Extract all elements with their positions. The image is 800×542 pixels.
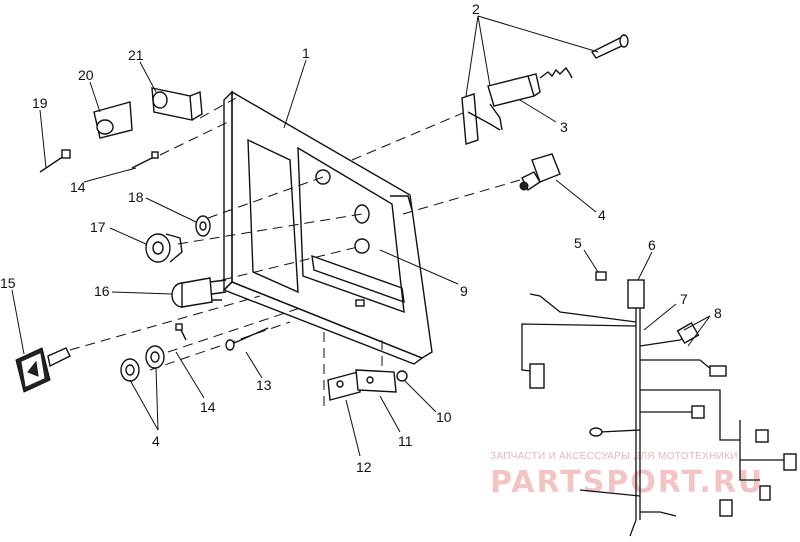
- callout-15: 15: [0, 275, 16, 291]
- hinge-pin-assembly: [461, 34, 629, 145]
- watermark-tagline: ЗАПЧАСТИ И АКСЕССУАРЫ ДЛЯ МОТОТЕХНИКИ: [490, 451, 738, 462]
- callout-20: 20: [78, 67, 94, 83]
- callout-21: 21: [128, 47, 144, 63]
- callout-13: 13: [256, 377, 272, 393]
- callouts: 1 2 3 4 4 5 6 7 8 9 10 11 12 13 14 14 15…: [0, 1, 722, 475]
- callout-9: 9: [460, 283, 468, 299]
- plunger-switch: [487, 66, 573, 131]
- alignment-lines: [69, 97, 521, 410]
- screw-13: [225, 327, 269, 351]
- mounting-panel: [222, 90, 433, 365]
- callout-19: 19: [32, 95, 48, 111]
- callout-12: 12: [356, 459, 372, 475]
- ignition-nut: [145, 233, 183, 263]
- callout-17: 17: [90, 219, 106, 235]
- watermark: ЗАПЧАСТИ И АКСЕССУАРЫ ДЛЯ МОТОТЕХНИКИ PA…: [490, 451, 762, 500]
- light-mount: [93, 101, 133, 139]
- washer: [195, 215, 211, 237]
- screws-14: [131, 151, 187, 341]
- callout-5: 5: [574, 235, 582, 251]
- switch-nut-washer: [120, 345, 165, 382]
- bracket-21: [151, 87, 203, 121]
- callout-3: 3: [560, 119, 568, 135]
- screw-19: [39, 149, 71, 173]
- wiring-harness: [521, 271, 797, 537]
- callout-14-bottom: 14: [200, 399, 216, 415]
- callout-16: 16: [94, 283, 110, 299]
- callout-1: 1: [302, 45, 310, 61]
- leader-lines: [11, 15, 711, 457]
- callout-18: 18: [128, 189, 144, 205]
- clamp-assembly: [327, 369, 408, 401]
- callout-10: 10: [436, 409, 452, 425]
- callout-8: 8: [714, 305, 722, 321]
- toggle-switch: [519, 153, 561, 192]
- callout-14-top: 14: [70, 179, 86, 195]
- callout-11: 11: [398, 433, 413, 449]
- callout-4-right: 4: [598, 207, 606, 223]
- ignition-key: [15, 347, 71, 393]
- callout-7: 7: [680, 291, 688, 307]
- callout-4-left: 4: [152, 433, 160, 449]
- callout-6: 6: [648, 237, 656, 253]
- callout-2: 2: [472, 1, 480, 17]
- ignition-switch: [171, 277, 227, 308]
